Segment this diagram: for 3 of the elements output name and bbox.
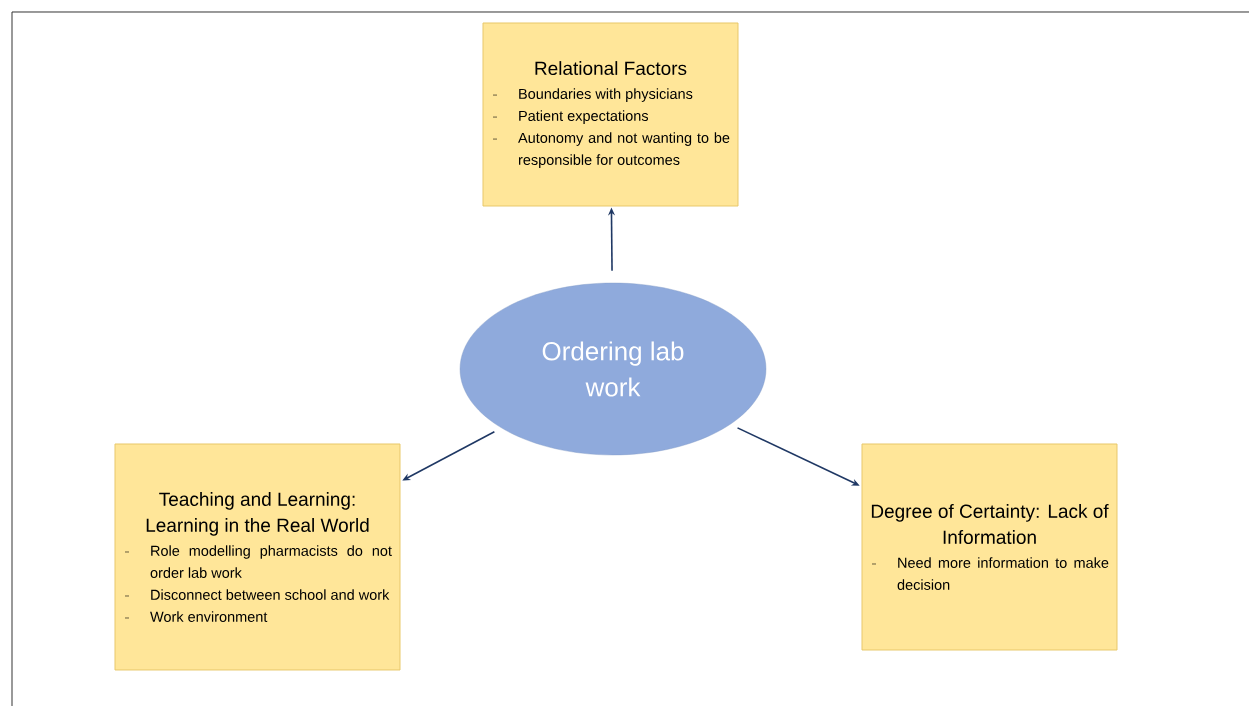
- theme-box: Teaching and Learning: Learning in the Real World Role modelling pharmacists do not order lab work Disconnect between school and work Work environment: [114, 443, 401, 671]
- theme-box: Degree of Certainty: Lack of Information Need more information to make decision: [861, 443, 1118, 651]
- theme-box: Relational Factors Boundaries with physicians Patient expectations Autonomy and not wanting to be responsible for outcomes: [482, 22, 739, 207]
